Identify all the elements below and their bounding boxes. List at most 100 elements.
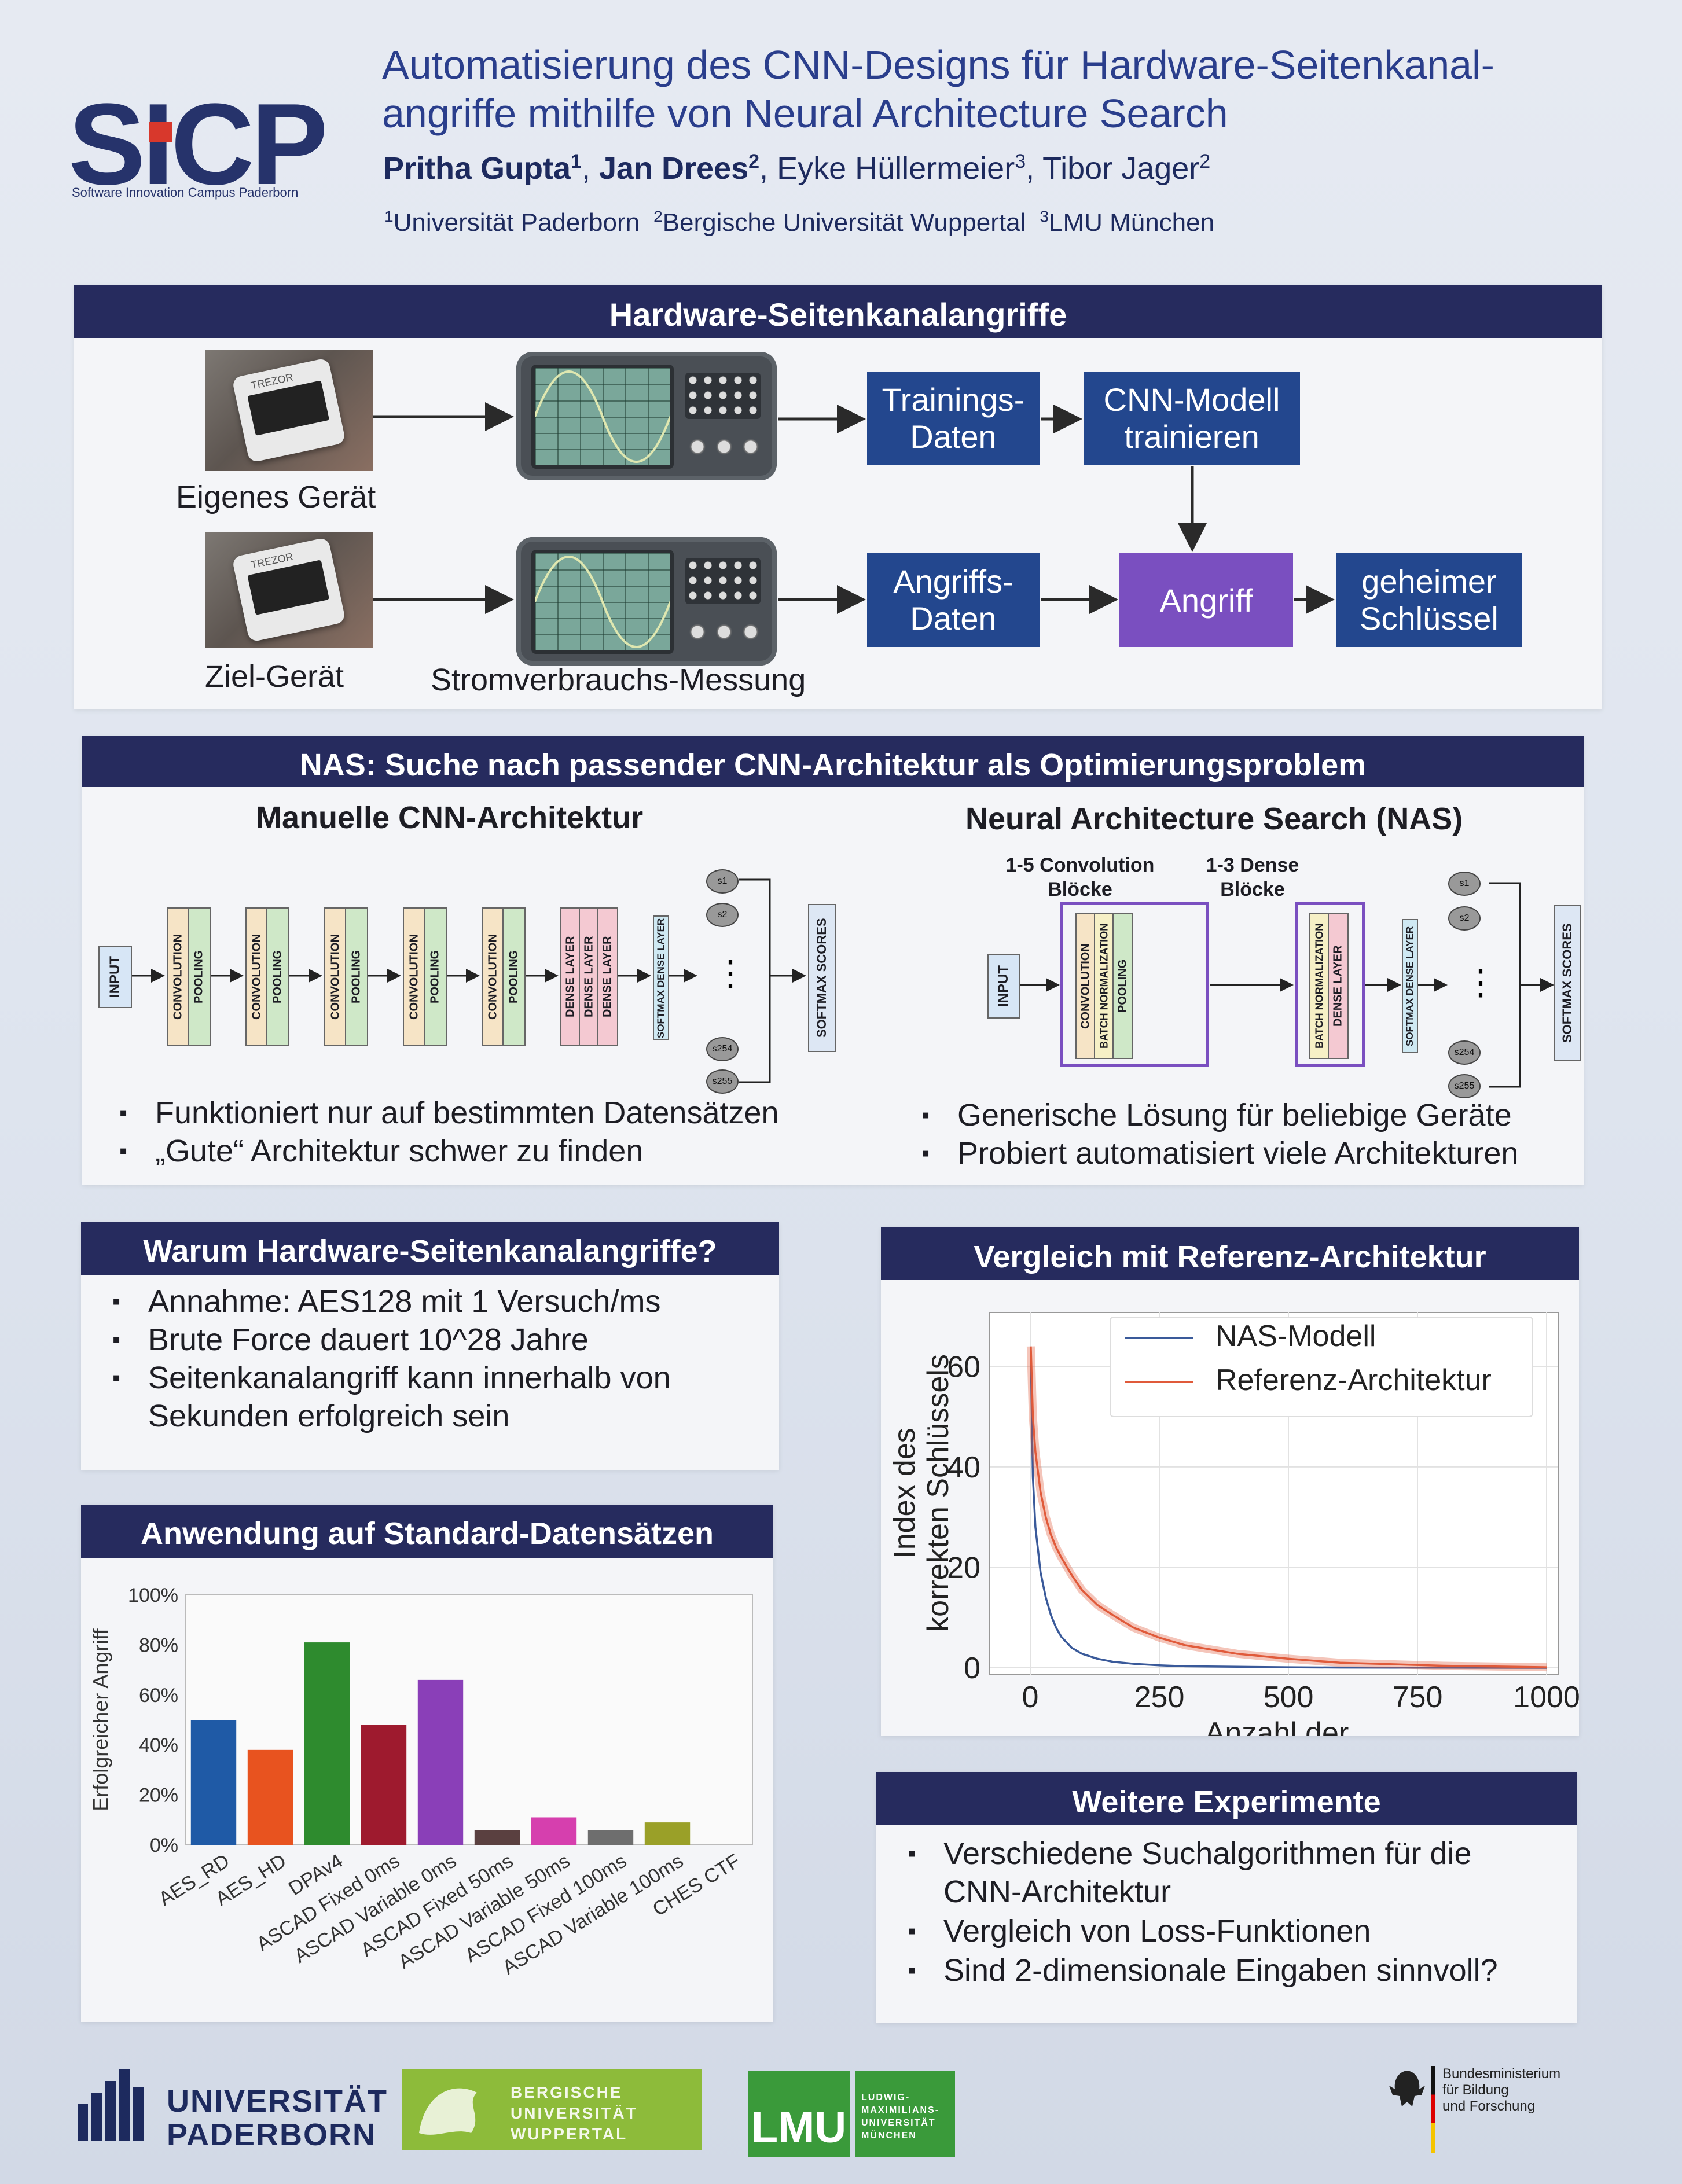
why-panel: Warum Hardware-Seitenkanalangriffe? Anna… [81, 1222, 779, 1470]
why-panel-title: Warum Hardware-Seitenkanalangriffe? [81, 1222, 779, 1275]
application-panel-title: Anwendung auf Standard-Datensätzen [81, 1505, 773, 1558]
bullet-item: Verschiedene Suchalgorithmen für die CNN… [894, 1834, 1498, 1911]
nas-pooling-layer: POOLING [1112, 913, 1133, 1059]
ellipsis-dots: ⋮ [713, 954, 748, 992]
poster-title-line1: Automatisierung des CNN-Designs für Hard… [382, 42, 1494, 87]
bar [417, 1679, 464, 1845]
affiliation-list: 1Universität Paderborn 2Bergische Univers… [384, 207, 1228, 237]
buw-logo: BERGISCHE UNIVERSITÄT WUPPERTAL [402, 2069, 702, 2150]
author-name: Pritha Gupta1 [383, 150, 582, 186]
target-device-photo: TREZOR [205, 532, 373, 648]
manual-cnn-bullets: Funktioniert nur auf bestimmten Datensät… [105, 1094, 779, 1170]
nas-input-layer: INPUT [987, 954, 1020, 1019]
score-s255: s255 [706, 1069, 739, 1094]
hardware-flow-arrows [373, 402, 1335, 614]
affiliation: 2Bergische Universität Wuppertal [653, 207, 1026, 237]
federal-eagle-icon [1389, 2071, 1425, 2106]
application-panel: Anwendung auf Standard-Datensätzen 0%20%… [81, 1505, 773, 2022]
sicp-logo: SICP Software Innovation Campus Paderbor… [68, 87, 358, 208]
nas-score-s1: s1 [1448, 872, 1481, 896]
y-tick-label: 40% [139, 1734, 178, 1756]
bmbf-line2: für Bildung [1442, 2082, 1509, 2098]
buw-line3: WUPPERTAL [511, 2125, 628, 2143]
nas-dense-layer: DENSE LAYER [1328, 913, 1349, 1059]
more-experiments-bullets: Verschiedene Suchalgorithmen für die CNN… [894, 1834, 1498, 1990]
train-cnn-box: CNN-Modell trainieren [1084, 372, 1300, 465]
lmu-mark: LMU [748, 2071, 850, 2157]
bullet-item: Seitenkanalangriff kann innerhalb von Se… [98, 1359, 671, 1435]
lmu-logo: LMU LUDWIG- MAXIMILIANS- UNIVERSITÄT MÜN… [748, 2071, 956, 2157]
manual-cnn-diagram: ⋮ INPUT CONVOLUTION POOLING CONVOLUTION … [82, 736, 836, 1141]
nas-convolution-layer: CONVOLUTION [1075, 913, 1096, 1059]
legend-box [1110, 1317, 1533, 1417]
training-data-box: Trainings- Daten [867, 372, 1040, 465]
comparison-panel-title: Vergleich mit Referenz-Architektur [881, 1227, 1579, 1280]
buw-lion-icon [419, 2088, 477, 2135]
bar [247, 1749, 293, 1845]
bmbf-line3: und Forschung [1442, 2098, 1536, 2114]
attack-data-box: Angriffs- Daten [867, 553, 1040, 647]
bullet-item: Probiert automatisiert viele Architektur… [908, 1134, 1518, 1172]
why-bullets: Annahme: AES128 mit 1 Versuch/ms Brute F… [98, 1282, 671, 1435]
y-tick-label: 60 [947, 1350, 980, 1384]
nas-score-s2: s2 [1448, 906, 1481, 931]
y-axis-label: Index des [888, 1428, 921, 1558]
bmbf-line1: Bundesministerium [1442, 2066, 1561, 2082]
nas-batch-norm-layer-2: BATCH NORMALIZATION [1309, 913, 1330, 1059]
nas-score-s255: s255 [1448, 1074, 1481, 1098]
manual-cnn-connectors: ⋮ [132, 878, 806, 1083]
nas-softmax-scores-box: SOFTMAX SCORES [1554, 905, 1581, 1061]
convolution-layer: CONVOLUTION [482, 907, 505, 1046]
bullet-item: Vergleich von Loss-Funktionen [894, 1912, 1498, 1950]
upb-emblem-icon [78, 2069, 144, 2141]
hardware-panel-title: Hardware-Seitenkanalangriffe [74, 285, 1602, 338]
x-axis-label: Anzahl der [1205, 1716, 1349, 1736]
softmax-dense-layer: SOFTMAX DENSE LAYER [653, 915, 669, 1040]
pooling-layer: POOLING [502, 907, 526, 1046]
nas-connectors: ⋮ [1018, 882, 1554, 1088]
y-axis-label: korrekten Schlüssels [921, 1354, 955, 1632]
x-tick-label: 500 [1264, 1681, 1314, 1714]
poster-title-line2: angriffe mithilfe von Neural Architectur… [382, 91, 1228, 136]
author-list: Pritha Gupta1, Jan Drees2, Eyke Hüllerme… [383, 150, 1211, 186]
convolution-layer: CONVOLUTION [245, 907, 269, 1046]
y-tick-label: 80% [139, 1634, 178, 1656]
y-tick-label: 100% [128, 1584, 178, 1606]
nas-bullets: Generische Lösung für beliebige Geräte P… [908, 1096, 1518, 1172]
legend-label: NAS-Modell [1215, 1319, 1376, 1353]
y-tick-label: 40 [947, 1451, 980, 1484]
bullet-item: Brute Force dauert 10^28 Jahre [98, 1321, 671, 1359]
affiliation: 3LMU München [1040, 207, 1215, 237]
y-tick-label: 20 [947, 1551, 980, 1584]
dense-layer: DENSE LAYER [560, 907, 581, 1046]
pooling-layer: POOLING [266, 907, 289, 1046]
nas-panel: NAS: Suche nach passender CNN-Architektu… [82, 736, 1584, 1185]
upb-line2: PADERBORN [167, 2117, 377, 2152]
pooling-layer: POOLING [188, 907, 211, 1046]
sicp-logo-text: SICP [68, 80, 328, 209]
secret-key-box: geheimer Schlüssel [1336, 553, 1522, 647]
bar [474, 1830, 520, 1845]
score-s1: s1 [706, 869, 739, 894]
y-tick-label: 0 [964, 1652, 980, 1685]
bullet-item: Funktioniert nur auf bestimmten Datensät… [105, 1094, 779, 1132]
nas-softmax-dense-layer: SOFTMAX DENSE LAYER [1402, 919, 1418, 1053]
affiliation: 1Universität Paderborn [384, 207, 640, 237]
poster-title: Automatisierung des CNN-Designs für Hard… [382, 41, 1655, 138]
measurement-label: Stromverbrauchs-Messung [431, 663, 806, 697]
success-bar-chart: 0%20%40%60%80%100%Erfolgreicher AngriffA… [89, 1584, 753, 1979]
softmax-scores-box: SOFTMAX SCORES [808, 904, 836, 1052]
more-experiments-title: Weitere Experimente [876, 1772, 1577, 1825]
bar [304, 1642, 350, 1845]
bar [361, 1725, 407, 1845]
series-line [1030, 1346, 1547, 1668]
conv-blocks-label: 1-5 Convolution Blöcke [1005, 854, 1155, 900]
sicp-logo-subtitle: Software Innovation Campus Paderborn [72, 185, 299, 200]
y-tick-label: 20% [139, 1785, 178, 1807]
bmbf-logo: Bundesministerium für Bildung und Forsch… [1387, 2066, 1595, 2153]
lmu-line3: UNIVERSITÄT [861, 2118, 936, 2128]
nas-score-s254: s254 [1448, 1040, 1481, 1065]
x-tick-label: 750 [1393, 1681, 1443, 1714]
hardware-panel: Hardware-Seitenkanalangriffe TREZOR Eige… [74, 285, 1602, 709]
